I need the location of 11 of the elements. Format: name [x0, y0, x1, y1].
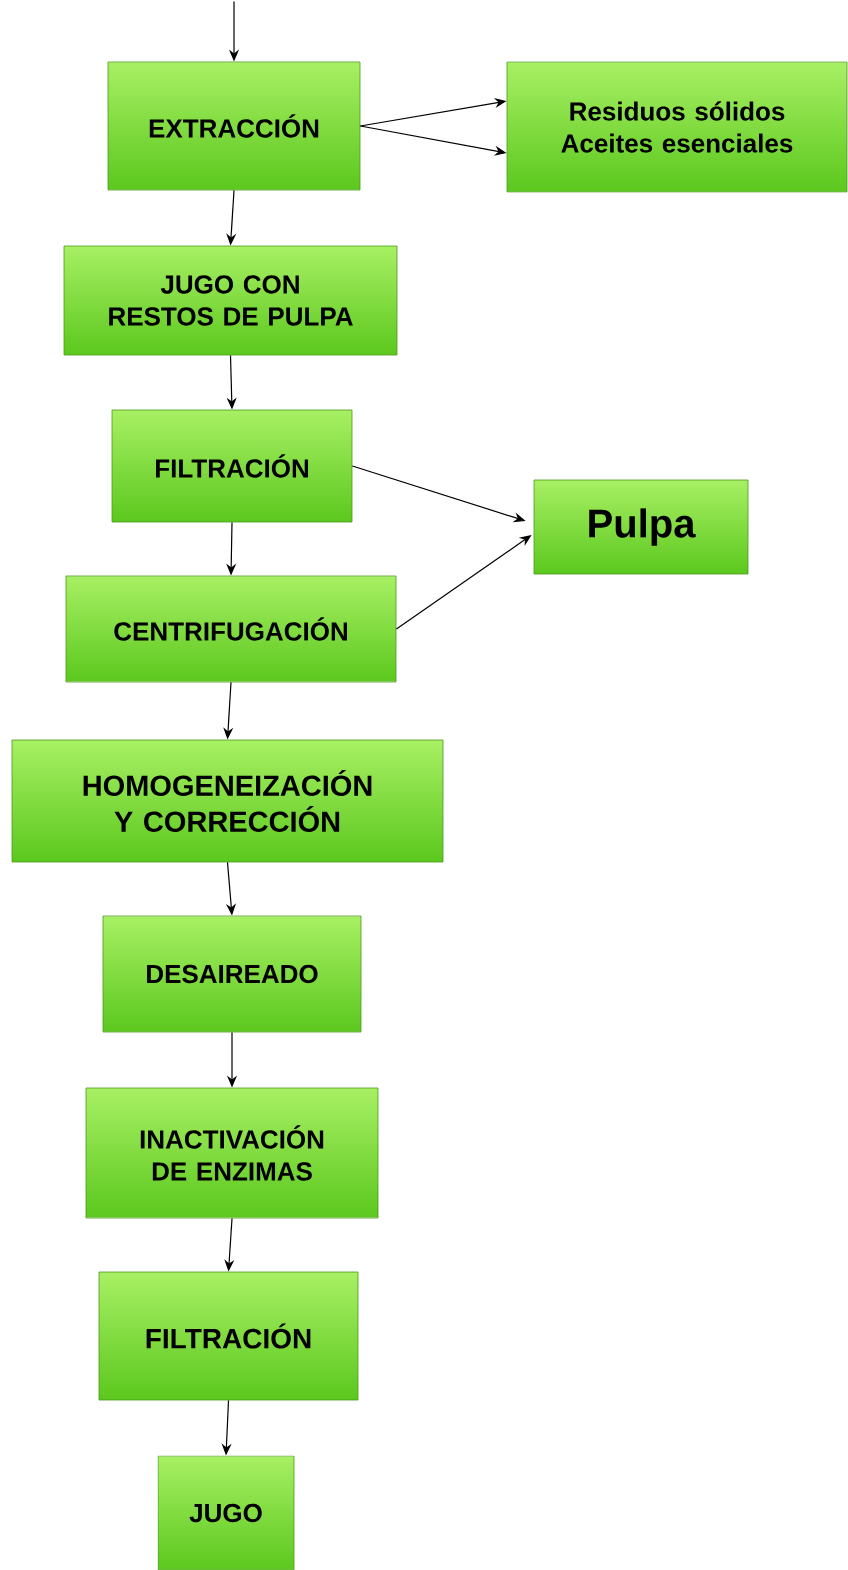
- process-box: INACTIVACIÓN DE ENZIMAS: [85, 1087, 379, 1219]
- process-box: HOMOGENEIZACIÓN Y CORRECCIÓN: [11, 739, 444, 863]
- process-box: Pulpa: [533, 479, 749, 575]
- process-box: EXTRACCIÓN: [107, 61, 361, 191]
- process-box: JUGO: [157, 1455, 295, 1570]
- process-box: JUGO CON RESTOS DE PULPA: [63, 245, 398, 356]
- process-box: FILTRACIÓN: [111, 409, 353, 523]
- process-box: Residuos sólidos Aceites esenciales: [506, 61, 848, 193]
- process-box: DESAIREADO: [102, 915, 362, 1033]
- process-box: CENTRIFUGACIÓN: [65, 575, 397, 683]
- process-box: FILTRACIÓN: [98, 1271, 359, 1401]
